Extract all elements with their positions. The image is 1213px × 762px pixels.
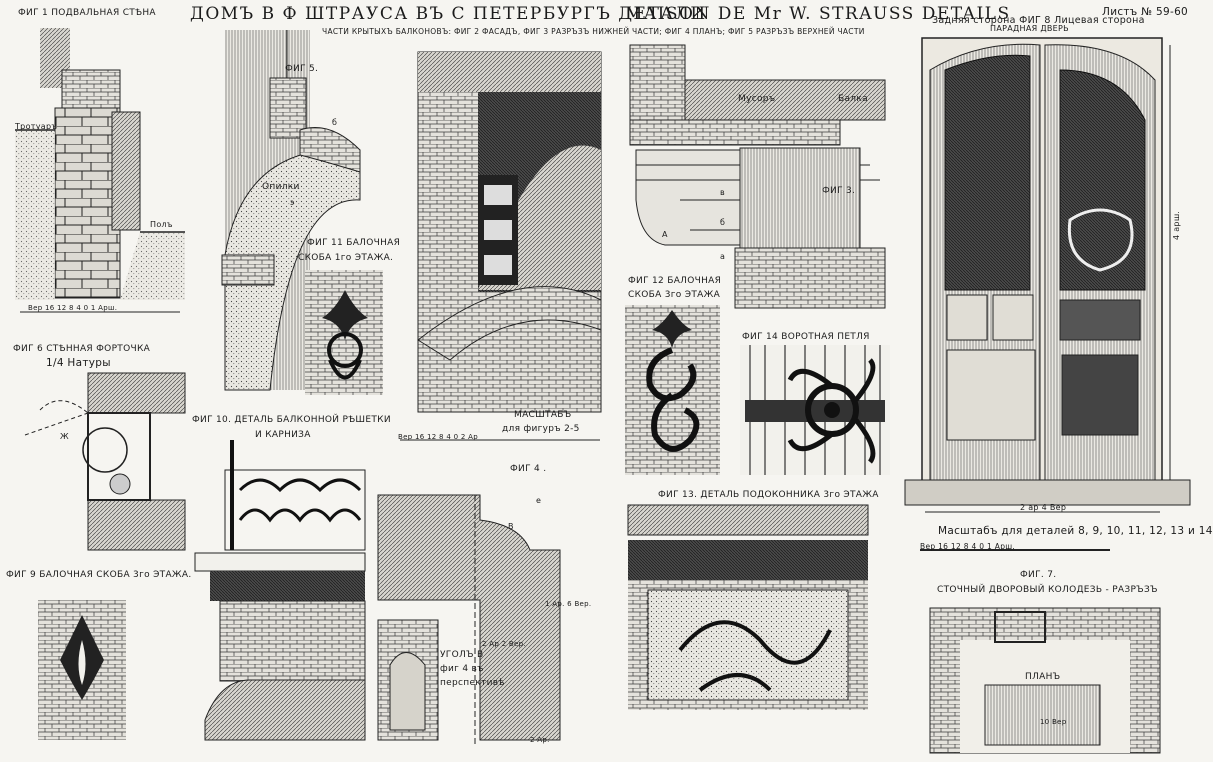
title-russian: ДОМЪ В Ф ШТРАУСА ВЪ С ПЕТЕРБУРГЪ ДЕТАЛИ [190, 4, 707, 24]
fig3-mark-b: б [720, 218, 726, 227]
fig8-front-door [904, 37, 1191, 551]
fig8-width: 2 ар 4 Вер [1020, 503, 1067, 512]
fig11-caption: ФИГ 11 БАЛОЧНАЯ [307, 238, 401, 248]
fig7-plan-label: ПЛАНЪ [1025, 672, 1061, 682]
fig7-dim: 10 Вер [1040, 718, 1067, 726]
fig4-dim3: 2 Ар. [530, 736, 550, 744]
fig3-mark-A: А [662, 230, 668, 239]
fig4-corner-label2: фиг 4 въ [440, 664, 484, 674]
fig5-caption: ФИГ 5. [285, 64, 319, 74]
fig2-scale: Вер 16 12 8 4 0 2 Ар [398, 433, 478, 441]
fig8-subtitle: Задняя сторона ФИГ 8 Лицевая сторона [932, 15, 1145, 26]
fig2-scale-title: МАСШТАБЪ [514, 410, 572, 420]
fig4-plan [377, 494, 561, 745]
fig10-balcony-railing [194, 440, 366, 741]
fig3-debris-label: Мусоръ [738, 94, 776, 104]
fig13-caption: ФИГ 13. ДЕТАЛЬ ПОДОКОННИКА 3го ЭТАЖА [658, 490, 879, 500]
fig1-scale: Вер 16 12 8 4 0 1 Арш. [28, 304, 118, 312]
fig8-scale-title: Масштабъ для деталей 8, 9, 10, 11, 12, 1… [938, 525, 1213, 537]
fig7-caption: ФИГ. 7. [1020, 570, 1057, 580]
fig6-caption: ФИГ 6 СТѢННАЯ ФОРТОЧКА [13, 344, 151, 354]
fig14-caption: ФИГ 14 ВОРОТНАЯ ПЕТЛЯ [742, 332, 870, 342]
fig5-mark-e: э [290, 198, 295, 207]
fig4-dim2: 2 Ар 2 Вер. [482, 640, 526, 648]
fig3-mark-v: в [720, 188, 726, 197]
sheet-number: Листъ № 59-60 [1102, 6, 1189, 18]
fig8-title: ПАРАДНАЯ ДВЕРЬ [990, 24, 1069, 33]
fig4-mark-e: е [536, 496, 542, 505]
fig1-sidewalk-label: Тротуаръ [15, 122, 58, 131]
title-french: MAISON DE Mr W. STRAUSS DETAILS [625, 4, 1011, 24]
fig4-corner-label3: перспективѣ [440, 678, 505, 688]
fig6-mark: Ж [60, 432, 69, 441]
fig3-mark-a: а [720, 252, 726, 261]
fig7-drain-well [929, 607, 1161, 754]
fig1-floor-label: Полъ [150, 220, 173, 229]
fig3-caption: ФИГ 3. [822, 186, 856, 196]
fig9-beam-bracket [38, 600, 126, 740]
fig12-beam-bracket [625, 305, 720, 475]
fig10-caption2: И КАРНИЗА [255, 430, 311, 440]
fig5-upper-section [221, 30, 361, 391]
fig14-gate-hinge [740, 345, 890, 475]
header-subtitle: ЧАСТИ КРЫТЫХЪ БАЛКОНОВЪ: ФИГ 2 ФАСАДЪ, Ф… [322, 27, 865, 36]
fig4-dim1: 1 Ар. 6 Вер. [545, 600, 592, 608]
fig11-caption2: СКОБА 1го ЭТАЖА. [298, 253, 394, 263]
fig9-caption: ФИГ 9 БАЛОЧНАЯ СКОБА 3го ЭТАЖА. [6, 570, 192, 580]
fig5-sawdust-label: Опилки [262, 182, 300, 192]
fig2-facade [400, 51, 602, 441]
fig1-basement-wall [15, 28, 185, 313]
fig11-beam-bracket [305, 270, 383, 395]
fig4-corner-label: УГОЛЪ В [440, 650, 484, 660]
fig6-wall-vent [24, 372, 186, 551]
fig4-mark-v: В [508, 522, 514, 531]
fig12-caption2: СКОБА 3го ЭТАЖА [628, 290, 721, 300]
fig8-height: 4 арш. [1172, 210, 1181, 240]
fig4-caption: ФИГ 4 . [510, 464, 547, 474]
fig12-caption: ФИГ 12 БАЛОЧНАЯ [628, 276, 722, 286]
fig3-lower-section [629, 44, 886, 309]
fig3-beam-label: Балка [838, 94, 868, 104]
fig1-caption: ФИГ 1 ПОДВАЛЬНАЯ СТѢНА [18, 8, 156, 18]
fig10-caption: ФИГ 10. ДЕТАЛЬ БАЛКОННОЙ РѢШЕТКИ [192, 415, 391, 425]
fig6-scale-note: 1/4 Натуры [46, 357, 111, 369]
fig8-scale: Вер 16 12 8 4 0 1 Арш. [920, 542, 1016, 551]
fig2-scale-subtitle: для фигуръ 2-5 [502, 424, 580, 434]
fig13-windowsill [627, 504, 869, 710]
fig7-caption2: СТОЧНЫЙ ДВОРОВЫЙ КОЛОДЕЗЬ - РАЗРЪЗЪ [937, 585, 1158, 595]
fig5-mark-b: б [332, 118, 338, 127]
